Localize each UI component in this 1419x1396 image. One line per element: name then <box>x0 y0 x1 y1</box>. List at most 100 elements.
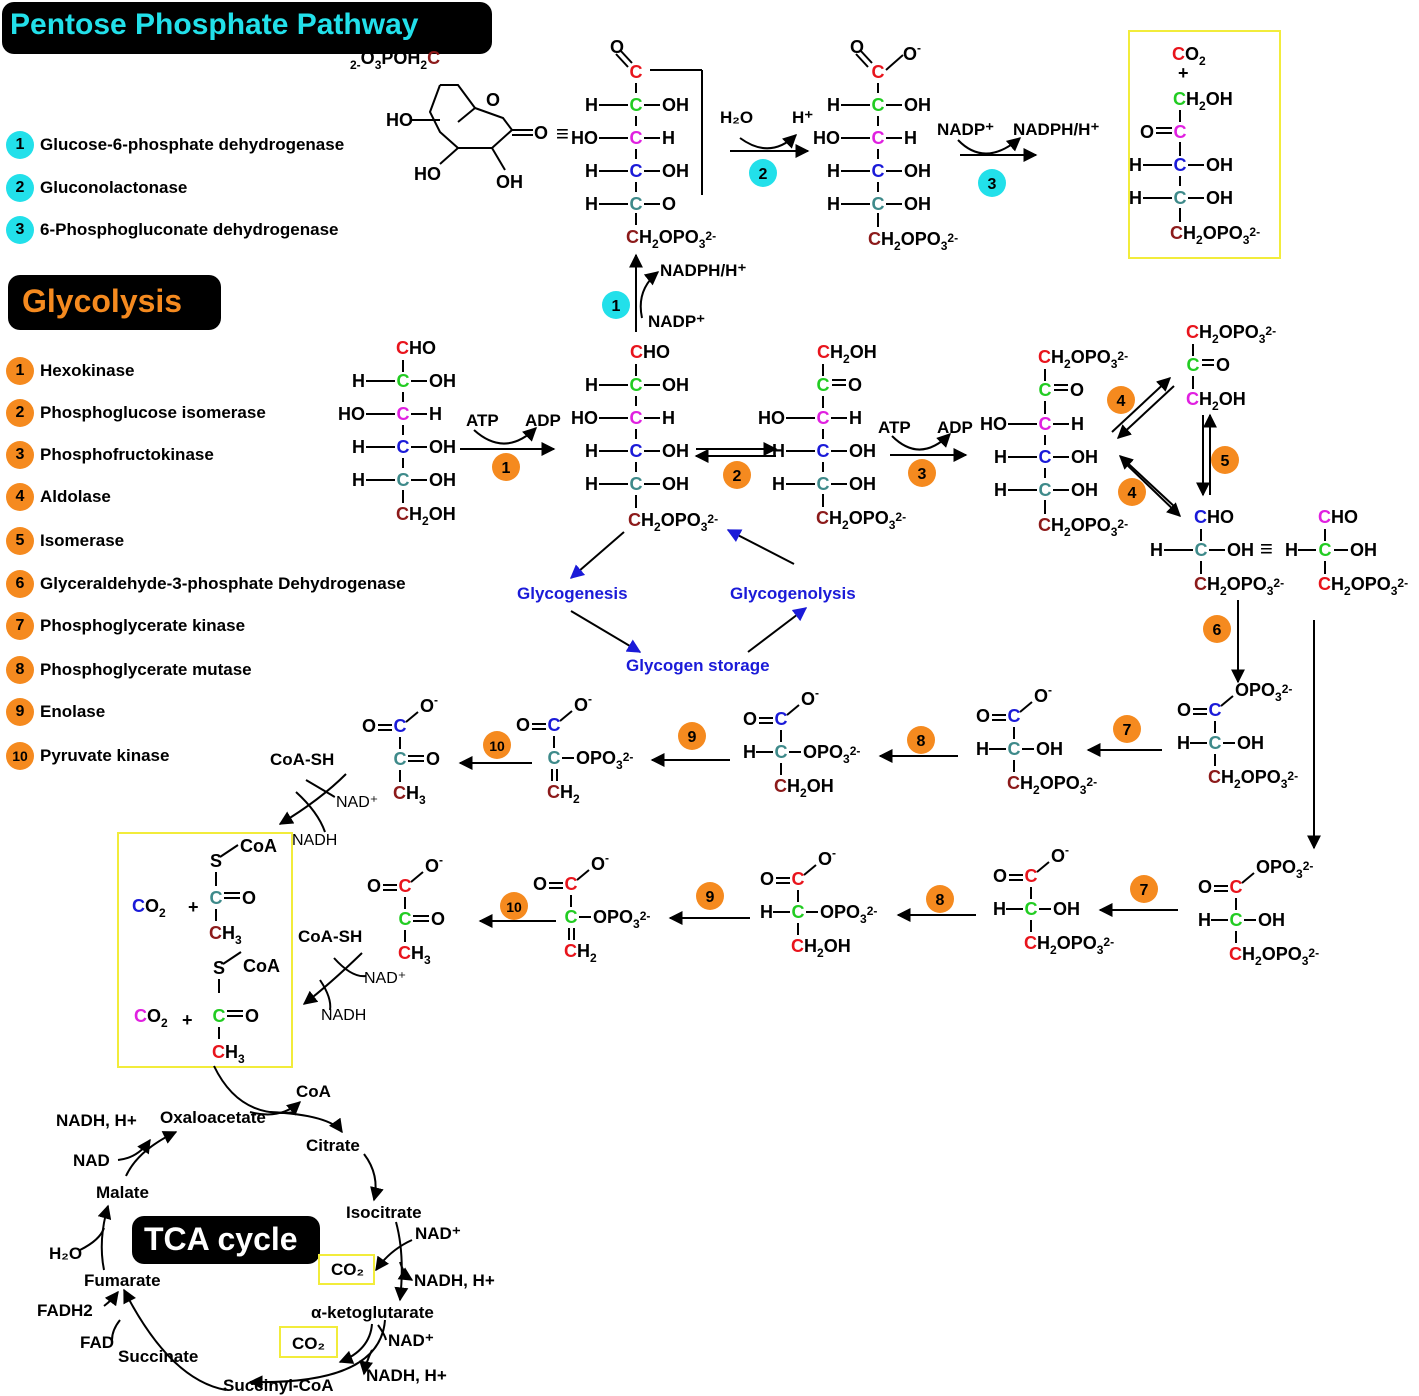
tca-isocitrate-label: Isocitrate <box>346 1203 422 1222</box>
gly-badge-1: 1 <box>6 357 34 385</box>
dhap-c2: C <box>1187 355 1200 375</box>
g3p2-h: H <box>1285 540 1298 560</box>
g3p-ch2opo3: CH2OPO32- <box>1194 574 1284 598</box>
nadp-label-ppp3: NADP⁺ <box>937 120 995 139</box>
ru-o: O <box>1140 122 1154 142</box>
gly-step-8b-badge <box>926 885 954 913</box>
tca-fadh2-label: FADH2 <box>37 1301 93 1320</box>
ru-ch2opo3: CH2OPO32- <box>1170 223 1260 247</box>
gly-step-5-badge <box>1211 446 1239 474</box>
gly-step-9a-badge <box>678 722 706 750</box>
bpg1-c2: C <box>1209 733 1222 753</box>
pga2b-opo3: OPO32- <box>820 902 877 926</box>
glc-r2: OH <box>429 437 456 457</box>
lactone-ho1: HO <box>386 110 413 130</box>
tca-to-fumarate <box>123 1288 227 1391</box>
g3p2-ch2opo3: CH2OPO32- <box>1318 574 1408 598</box>
pep-b-o: O <box>533 874 547 894</box>
f6p-ch2opo3: CH2OPO32- <box>816 508 906 532</box>
pdh-curve-2a <box>333 957 367 978</box>
ppp-curve-3 <box>957 137 1022 155</box>
ppp-step-1-badge-num: 1 <box>612 298 621 315</box>
pep-b-c2: C <box>565 907 578 927</box>
nadp-label-ppp1: NADP⁺ <box>648 312 706 331</box>
gly-step-7a-badge <box>1113 715 1141 743</box>
pga2a-c2: C <box>775 742 788 762</box>
fbp-r2: OH <box>1071 480 1098 500</box>
pg-c4: C <box>872 194 885 214</box>
pga2a-c1: C <box>775 709 788 729</box>
pep-b-opo3: OPO32- <box>593 907 650 931</box>
g6p-r1: H <box>662 408 675 428</box>
pga3b-h: H <box>993 899 1006 919</box>
gly-badge-4: 4 <box>6 483 34 511</box>
bpg2-h: H <box>1198 910 1211 930</box>
lactone-ho2-b <box>439 147 459 165</box>
pg-l1: H <box>827 95 840 115</box>
bpg1-opo3: OPO32- <box>1235 680 1292 704</box>
ppp-step-2-badge-num: 2 <box>759 166 768 183</box>
tca-nadh-1 <box>397 1261 414 1281</box>
pg-l4: H <box>827 194 840 214</box>
pga2a-o: O <box>743 709 757 729</box>
gly-step-10b-badge <box>500 892 528 920</box>
g6p-c1: C <box>630 408 643 428</box>
ru-c0: C <box>1174 155 1187 175</box>
pga3b-oh: OH <box>1053 899 1080 919</box>
lactone-ring-a <box>440 84 477 123</box>
nad-label-1: NAD⁺ <box>336 794 379 811</box>
tca-succinate-label: Succinate <box>118 1347 199 1366</box>
gl-c0: C <box>630 62 643 82</box>
pga2b-c1: C <box>792 869 805 889</box>
gl-c1: C <box>630 95 643 115</box>
ru-l1: H <box>1129 188 1142 208</box>
glc-ch2oh: CH2OH <box>396 504 456 528</box>
pg-c2: C <box>872 128 885 148</box>
gly-enzyme-7: Phosphoglycerate kinase <box>40 616 246 635</box>
dhap-o: O <box>1216 355 1230 375</box>
acoa1-sb <box>219 844 239 858</box>
g3p2-cho: CHO <box>1318 507 1358 527</box>
pg-c1: C <box>872 95 885 115</box>
tca-nadh-akg-label: NADH, H+ <box>366 1366 447 1385</box>
pyr-a-ko: O <box>426 749 440 769</box>
bpg2-c2: C <box>1230 910 1243 930</box>
ppp-legend-2: 2 Gluconolactonase <box>6 174 187 202</box>
glc-c0: C <box>397 371 410 391</box>
gly-badge-9: 9 <box>6 698 34 726</box>
pyr-b-ko: O <box>431 909 445 929</box>
g3p-r0: OH <box>1227 540 1254 560</box>
g3p-cho: CHO <box>1194 507 1234 527</box>
gly-enzyme-5: Isomerase <box>40 531 125 550</box>
pga2b-h: H <box>760 902 773 922</box>
g6p-l3: H <box>585 474 598 494</box>
glc-l3: H <box>352 470 365 490</box>
glc-r0: OH <box>429 371 456 391</box>
pyr-a-ch3: CH3 <box>393 783 426 807</box>
dhap-ch2oh: CH2OH <box>1186 389 1246 413</box>
gly-badge-5: 5 <box>6 527 34 555</box>
tca-entry <box>213 1065 297 1114</box>
acoa1-coa: CoA <box>240 836 277 856</box>
pga3a-h: H <box>976 739 989 759</box>
pga3b-o: O <box>993 866 1007 886</box>
pga2a-ominus: O- <box>801 686 819 709</box>
gly-step-4a-badge <box>1107 386 1135 414</box>
gly-enzyme-2: Phosphoglucose isomerase <box>40 403 266 422</box>
pg-c3: C <box>872 161 885 181</box>
acoa2-coa: CoA <box>243 956 280 976</box>
g3p2-c: C <box>1319 540 1332 560</box>
pga2a-opo3: OPO32- <box>803 742 860 766</box>
gly-badge-7: 7 <box>6 612 34 640</box>
pdh-arrow-2 <box>302 952 363 1005</box>
gly-step-1-badge <box>492 453 520 481</box>
gly-arrow-4b-r <box>1118 455 1177 509</box>
pdh-arrow-1 <box>278 773 347 825</box>
lactone-ring-c <box>428 84 513 149</box>
ppp-legend-1: 1 Glucose-6-phosphate dehydrogenase <box>6 131 344 159</box>
pg-o-b1 <box>859 49 873 64</box>
gl-l1: H <box>585 95 598 115</box>
g6p-l0: H <box>585 375 598 395</box>
pga3b-ch2opo3: CH2OPO32- <box>1024 933 1114 957</box>
